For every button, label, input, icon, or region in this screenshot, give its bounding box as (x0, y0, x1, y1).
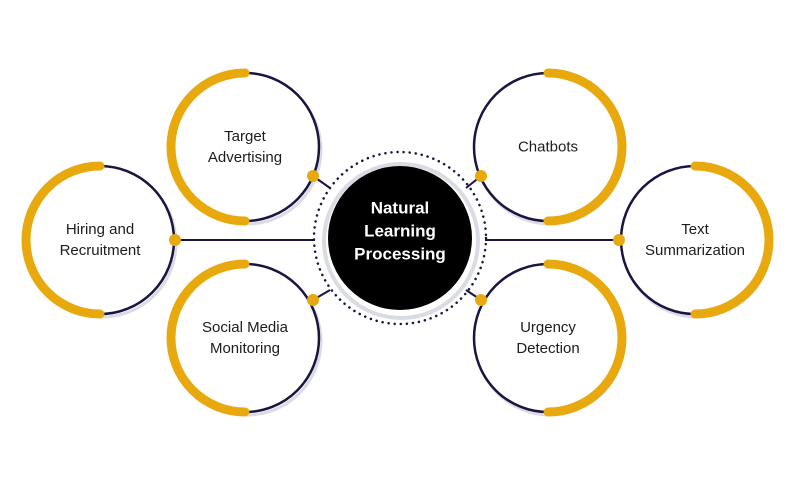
target-advertising-connector-dot (307, 170, 319, 182)
target-advertising-accent-arc (166, 68, 250, 226)
hub-label-line2: Learning (364, 221, 436, 241)
hub-label-line1: Natural (370, 198, 430, 218)
social-media-monitoring-connector-dot (307, 294, 319, 306)
hub-label: Natural Learning Processing (335, 197, 465, 266)
text-summarization-connector-dot (613, 234, 625, 246)
target-advertising-label-line2: Advertising (207, 149, 283, 166)
urgency-detection-accent-arc (543, 259, 627, 417)
text-summarization-label-line1: Text (681, 221, 709, 238)
text-summarization-label-line2: Summarization (644, 242, 746, 259)
target-advertising-label-line1: Target (224, 128, 266, 145)
social-media-monitoring-accent-arc (166, 259, 250, 417)
chatbots-accent-arc (543, 68, 627, 226)
hub-dotted-ring (312, 150, 488, 326)
hub-circle (328, 166, 472, 310)
hiring-recruitment-connector-dot (169, 234, 181, 246)
chatbots-label: Chatbots (483, 137, 613, 158)
urgency-detection-connector-dot (475, 294, 487, 306)
hub-label-line3: Processing (354, 244, 446, 264)
chatbots-label-line1: Chatbots (517, 138, 579, 156)
hiring-recruitment-label-line1: Hiring and (65, 221, 135, 238)
hiring-recruitment-accent-arc (21, 161, 105, 319)
chatbots-connector-dot (475, 170, 487, 182)
text-summarization-accent-arc (690, 161, 774, 319)
social-media-monitoring-label-line1: Social Media (202, 319, 288, 336)
urgency-detection-label-line2: Detection (516, 340, 580, 357)
urgency-detection-label-line1: Urgency (520, 319, 576, 336)
hiring-recruitment-label-line2: Recruitment (59, 242, 141, 259)
hub-shadow-ring (322, 162, 480, 320)
social-media-monitoring-label-line2: Monitoring (209, 340, 281, 357)
